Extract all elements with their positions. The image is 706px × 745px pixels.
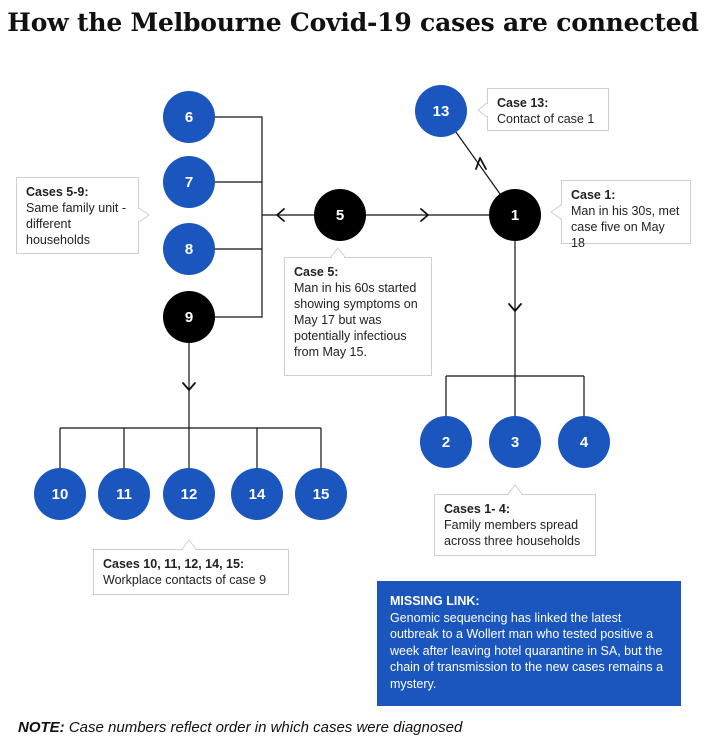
callout-cases-10-15-body: Workplace contacts of case 9 <box>103 573 267 587</box>
callout-case-13-title: Case 13: <box>497 96 549 110</box>
arrow-9-to-workplace-icon <box>182 382 196 391</box>
node-label: 1 <box>511 207 519 224</box>
node-label: 11 <box>116 486 132 503</box>
arrows-layer <box>182 157 522 391</box>
node-label: 5 <box>336 207 344 224</box>
node-circle <box>295 468 347 520</box>
node-circle <box>98 468 150 520</box>
arrow-1-to-household-icon <box>508 303 522 312</box>
callout-cases-1-4: Cases 1- 4: Family members spread across… <box>434 494 596 556</box>
node-circle <box>34 468 86 520</box>
callout-cases-10-15: Cases 10, 11, 12, 14, 15: Workplace cont… <box>93 549 289 595</box>
node-label: 7 <box>185 174 193 191</box>
edge-bracket-6-9 <box>189 116 263 318</box>
page-title: How the Melbourne Covid-19 cases are con… <box>7 8 699 37</box>
callout-cases-5-9: Cases 5-9: Same family unit - different … <box>16 177 139 254</box>
callout-case-13: Case 13: Contact of case 1 <box>487 88 609 131</box>
callout-case-1: Case 1: Man in his 30s, met case five on… <box>561 180 691 250</box>
node-circle <box>558 416 610 468</box>
node-case-1: 1 <box>489 189 541 241</box>
missing-link-body: Genomic sequencing has linked the latest… <box>390 610 664 691</box>
node-label: 8 <box>185 241 193 258</box>
callout-cases-5-9-title: Cases 5-9: <box>26 185 89 199</box>
footnote: NOTE: Case numbers reflect order in whic… <box>18 719 462 736</box>
node-label: 9 <box>185 309 193 326</box>
node-circle <box>163 468 215 520</box>
missing-link-panel: MISSING LINK: Genomic sequencing has lin… <box>377 581 681 706</box>
node-circle <box>163 156 215 208</box>
node-circle <box>163 91 215 143</box>
node-case-4: 4 <box>558 416 610 468</box>
arrow-1-to-13-icon <box>475 157 487 170</box>
node-circle <box>163 291 215 343</box>
node-label: 2 <box>442 434 450 451</box>
node-case-11: 11 <box>98 468 150 520</box>
arrow-5-to-1-icon <box>420 208 429 222</box>
callout-case-5-body: Man in his 60s started showing symptoms … <box>294 281 418 359</box>
callout-cases-5-9-body: Same family unit - different households <box>26 201 127 247</box>
node-label: 14 <box>249 486 266 503</box>
node-circle <box>489 189 541 241</box>
missing-link-title: MISSING LINK: <box>390 594 480 608</box>
node-case-7: 7 <box>163 156 215 208</box>
footnote-label: NOTE: <box>18 719 65 736</box>
footnote-text: Case numbers reflect order in which case… <box>64 719 463 736</box>
node-case-6: 6 <box>163 91 215 143</box>
node-circle <box>489 416 541 468</box>
node-case-8: 8 <box>163 223 215 275</box>
node-label: 10 <box>52 486 69 503</box>
node-case-9: 9 <box>163 291 215 343</box>
node-label: 4 <box>580 434 589 451</box>
callout-case-1-title: Case 1: <box>571 188 616 202</box>
node-label: 3 <box>511 434 519 451</box>
node-case-15: 15 <box>295 468 347 520</box>
node-case-13: 13 <box>415 85 467 137</box>
node-circle <box>314 189 366 241</box>
callout-cases-10-15-title: Cases 10, 11, 12, 14, 15: <box>103 557 245 571</box>
node-label: 15 <box>313 486 330 503</box>
node-circle <box>231 468 283 520</box>
node-case-2: 2 <box>420 416 472 468</box>
callout-cases-1-4-title: Cases 1- 4: <box>444 502 511 516</box>
node-circle <box>163 223 215 275</box>
node-case-10: 10 <box>34 468 86 520</box>
node-case-12: 12 <box>163 468 215 520</box>
arrow-5-to-family-icon <box>276 208 285 222</box>
node-case-5: 5 <box>314 189 366 241</box>
node-circle <box>415 85 467 137</box>
callout-cases-1-4-body: Family members spread across three house… <box>444 518 581 548</box>
node-circle <box>420 416 472 468</box>
node-label: 12 <box>181 486 198 503</box>
callout-case-5-title: Case 5: <box>294 265 339 279</box>
node-case-3: 3 <box>489 416 541 468</box>
callout-case-1-body: Man in his 30s, met case five on May 18 <box>571 204 680 250</box>
node-case-14: 14 <box>231 468 283 520</box>
callout-case-13-body: Contact of case 1 <box>497 112 595 126</box>
node-label: 6 <box>185 109 193 126</box>
node-label: 13 <box>433 103 450 120</box>
callout-case-5: Case 5: Man in his 60s started showing s… <box>284 257 432 376</box>
